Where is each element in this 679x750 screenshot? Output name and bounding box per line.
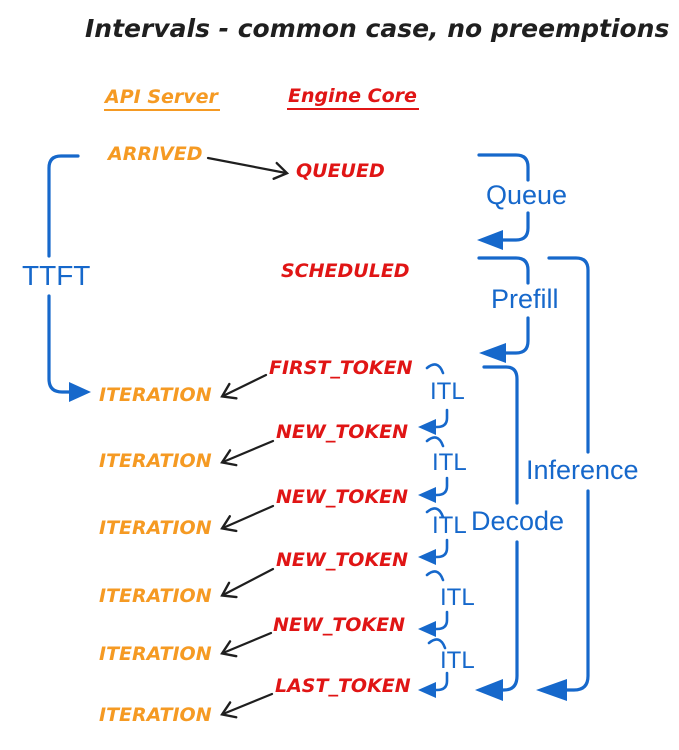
inference-arrowhead-icon	[536, 679, 567, 701]
interval-label-itl: ITL	[440, 647, 475, 674]
itl-arrowhead-icon	[418, 419, 436, 435]
prefill-arrowhead-icon	[479, 343, 506, 363]
itl-interval-5	[418, 638, 449, 698]
prefill-bracket	[477, 256, 530, 363]
event-iteration: ITERATION	[99, 704, 212, 726]
itl-interval-2	[418, 436, 449, 503]
itl-arrowhead-icon	[418, 621, 436, 637]
queue-bracket	[477, 153, 530, 250]
new-token-to-iteration-arrow	[220, 439, 275, 467]
interval-label-prefill: Prefill	[491, 284, 559, 314]
itl-interval-1	[418, 363, 449, 435]
interval-label-itl: ITL	[430, 378, 465, 405]
page-title: Intervals - common case, no preemptions	[85, 14, 670, 43]
event-arrived: ARRIVED	[108, 143, 203, 165]
queue-arrowhead-icon	[477, 230, 503, 250]
event-arrows	[206, 156, 290, 719]
itl-arrowhead-icon	[418, 487, 436, 503]
event-new-token: NEW_TOKEN	[276, 421, 409, 443]
column-header-engine-core: Engine Core	[287, 87, 419, 110]
arrived-to-queued-arrow	[206, 156, 290, 180]
event-new-token: NEW_TOKEN	[276, 549, 409, 571]
interval-label-itl: ITL	[440, 584, 475, 611]
event-iteration: ITERATION	[99, 450, 212, 472]
ttft-arrowhead-icon	[69, 382, 91, 402]
interval-label-ttft: TTFT	[22, 260, 91, 291]
interval-label-inference: Inference	[526, 455, 639, 485]
event-first-token: FIRST_TOKEN	[269, 357, 413, 379]
interval-label-queue: Queue	[486, 180, 568, 210]
interval-label-decode: Decode	[471, 506, 565, 536]
new-token-to-iteration-arrow	[220, 504, 275, 533]
event-iteration: ITERATION	[99, 517, 212, 539]
interval-label-itl: ITL	[432, 512, 467, 539]
event-iteration: ITERATION	[99, 384, 212, 406]
interval-label-itl: ITL	[432, 449, 467, 476]
decode-bracket	[475, 365, 519, 701]
column-header-api-server: API Server	[104, 88, 220, 111]
event-queued: QUEUED	[296, 160, 385, 182]
event-iteration: ITERATION	[99, 585, 212, 607]
decode-arrowhead-icon	[475, 679, 503, 701]
event-new-token: NEW_TOKEN	[273, 614, 406, 636]
new-token-to-iteration-arrow	[220, 567, 275, 599]
event-scheduled: SCHEDULED	[281, 260, 410, 282]
new-token-to-iteration-arrow	[220, 631, 273, 658]
itl-arrowhead-icon	[418, 682, 436, 698]
first-token-to-iteration-arrow	[220, 373, 268, 400]
event-new-token: NEW_TOKEN	[276, 486, 409, 508]
itl-arrowhead-icon	[418, 549, 436, 565]
last-token-to-iteration-arrow	[220, 692, 274, 719]
inference-bracket	[536, 256, 590, 701]
ttft-bracket	[47, 154, 91, 402]
event-last-token: LAST_TOKEN	[275, 675, 411, 697]
itl-interval-3	[418, 507, 449, 565]
itl-interval-4	[418, 570, 449, 637]
event-iteration: ITERATION	[99, 643, 212, 665]
